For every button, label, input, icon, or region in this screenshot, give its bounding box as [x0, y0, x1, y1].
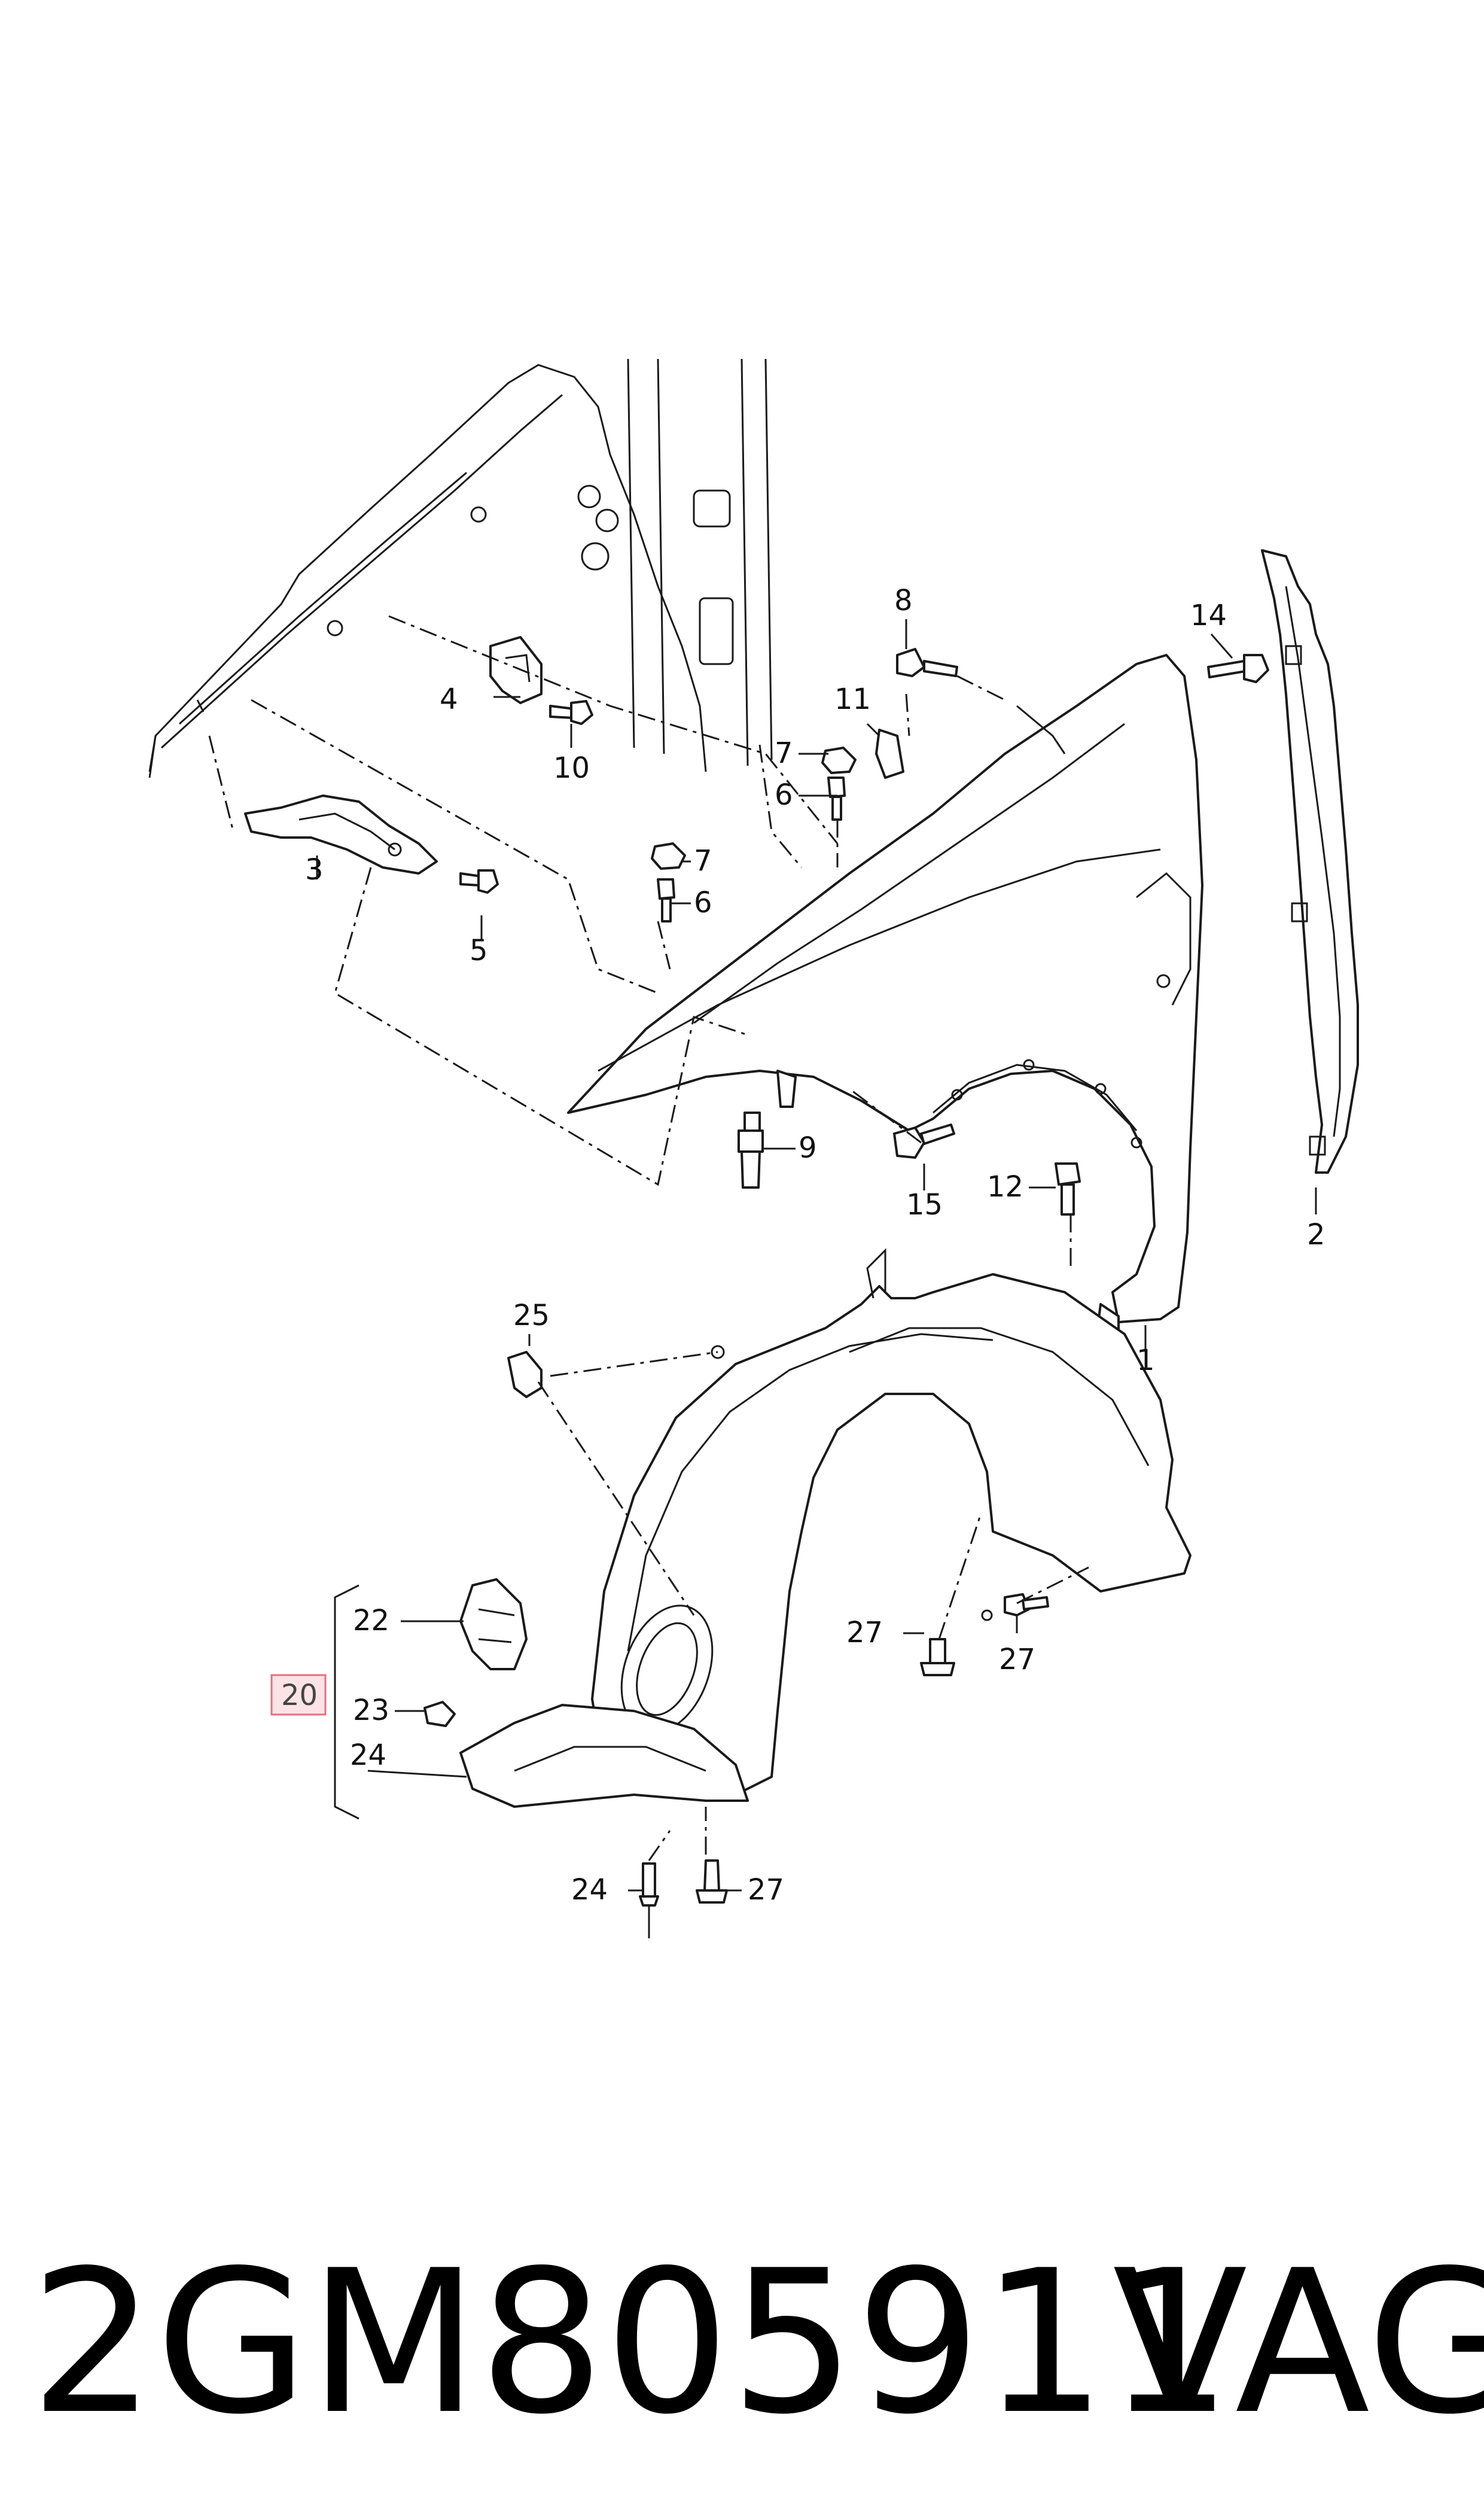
part-number-caption: 2GM805911 [30, 2228, 1232, 2458]
part-4-bracket [489, 636, 543, 704]
rivet-24 [639, 1862, 659, 1938]
callout-1: 1 [1136, 1344, 1155, 1377]
installation-lines [208, 615, 1089, 1861]
part-2-strip [1261, 549, 1359, 1174]
stud-9 [738, 1112, 764, 1189]
callout-23: 23 [353, 1694, 389, 1727]
screw-27-bottom [696, 1859, 728, 1904]
callout-4: 4 [440, 683, 458, 716]
part-23-clip [423, 1701, 456, 1727]
screw-8 [896, 648, 958, 677]
body-frame-outline [148, 358, 773, 778]
part-1-fender [567, 654, 1203, 1335]
callout-27a: 27 [846, 1616, 883, 1649]
screw-27-right [1004, 1593, 1049, 1616]
part-22-cover [459, 1578, 528, 1670]
callout-22: 22 [353, 1604, 389, 1637]
leader-lines [316, 619, 1317, 1892]
callout-20-highlight[interactable]: 20 [270, 1674, 327, 1716]
callout-25: 25 [513, 1299, 550, 1332]
part-20-wheel-arch-liner [459, 1248, 1192, 1808]
callout-6a: 6 [775, 778, 793, 812]
callout-20: 20 [281, 1679, 318, 1712]
callout-labels: 1 2 3 4 5 6 6 7 7 8 9 10 11 12 14 15 20 … [270, 584, 1325, 1907]
callout-9: 9 [799, 1131, 817, 1165]
callout-24b: 24 [571, 1873, 608, 1907]
callout-12: 12 [987, 1170, 1023, 1204]
callout-6b: 6 [694, 886, 712, 919]
screw-6a [827, 777, 846, 821]
clip-11 [875, 729, 904, 779]
nut-7b [651, 842, 686, 870]
screw-27-left [920, 1638, 955, 1676]
callout-2: 2 [1307, 1218, 1325, 1252]
clip-25 [507, 1351, 543, 1398]
callout-11: 11 [834, 683, 871, 716]
callout-3: 3 [305, 853, 324, 887]
part-3-bracket [244, 794, 438, 875]
callout-15: 15 [906, 1188, 943, 1222]
callout-5: 5 [470, 934, 488, 967]
callout-14: 14 [1190, 599, 1227, 632]
bolt-12 [1055, 1162, 1081, 1216]
screw-6b [657, 878, 675, 922]
callout-7a: 7 [775, 736, 793, 770]
callout-8: 8 [894, 584, 913, 617]
callout-10: 10 [553, 751, 590, 785]
brand-caption: VAG [1113, 2228, 1484, 2458]
callout-24a: 24 [350, 1738, 386, 1772]
callout-7b: 7 [694, 844, 712, 878]
screw-10 [549, 700, 593, 725]
callout-27b: 27 [999, 1643, 1035, 1676]
screw-14 [1207, 654, 1269, 683]
screw-5 [459, 869, 499, 894]
bolt-15 [893, 1123, 955, 1159]
callout-27c: 27 [748, 1873, 784, 1907]
nut-7a [821, 747, 857, 774]
